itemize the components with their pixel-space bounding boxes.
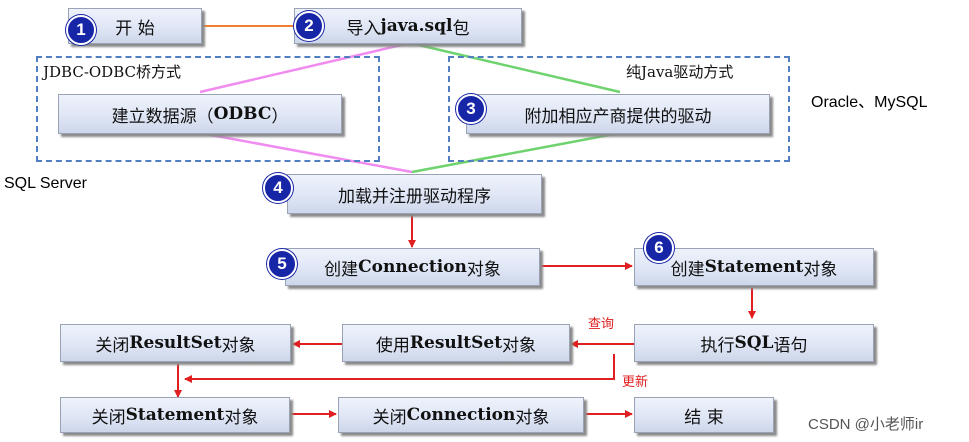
watermark: CSDN @小老师ir — [808, 416, 924, 433]
badge-step-4: 4 — [263, 173, 293, 203]
group-jdbc-odbc — [36, 56, 380, 162]
step-attach-driver: 附加相应产商提供的驱动 — [466, 94, 770, 134]
step-create-datasource: 建立数据源（ODBC） — [58, 94, 342, 134]
badge-step-5: 5 — [267, 249, 297, 279]
badge-step-3: 3 — [456, 94, 486, 124]
label-sql-server: SQL Server — [4, 175, 87, 192]
connector-odbc-load — [199, 131, 413, 174]
connector-import-odbc — [199, 41, 411, 94]
label-oracle-mysql: Oracle、MySQL — [811, 94, 928, 111]
step-end: 结 束 — [634, 397, 774, 433]
badge-step-6: 6 — [644, 233, 674, 263]
badge-step-2: 2 — [294, 11, 324, 41]
group-jdbc-odbc-label: JDBC-ODBC桥方式 — [43, 63, 181, 81]
connector-import-driver — [409, 41, 621, 94]
connector-driver-load — [411, 131, 621, 174]
edge-label-update: 更新 — [622, 375, 649, 390]
step-load-driver: 加载并注册驱动程序 — [287, 174, 542, 214]
arrow-execute-update — [184, 354, 615, 383]
group-pure-java — [448, 56, 790, 162]
step-create-statement: 创建 Statement 对象 — [634, 248, 874, 286]
edge-label-query: 查询 — [588, 317, 615, 332]
group-pure-java-label: 纯Java驱动方式 — [626, 63, 734, 81]
badge-step-1: 1 — [66, 15, 96, 45]
